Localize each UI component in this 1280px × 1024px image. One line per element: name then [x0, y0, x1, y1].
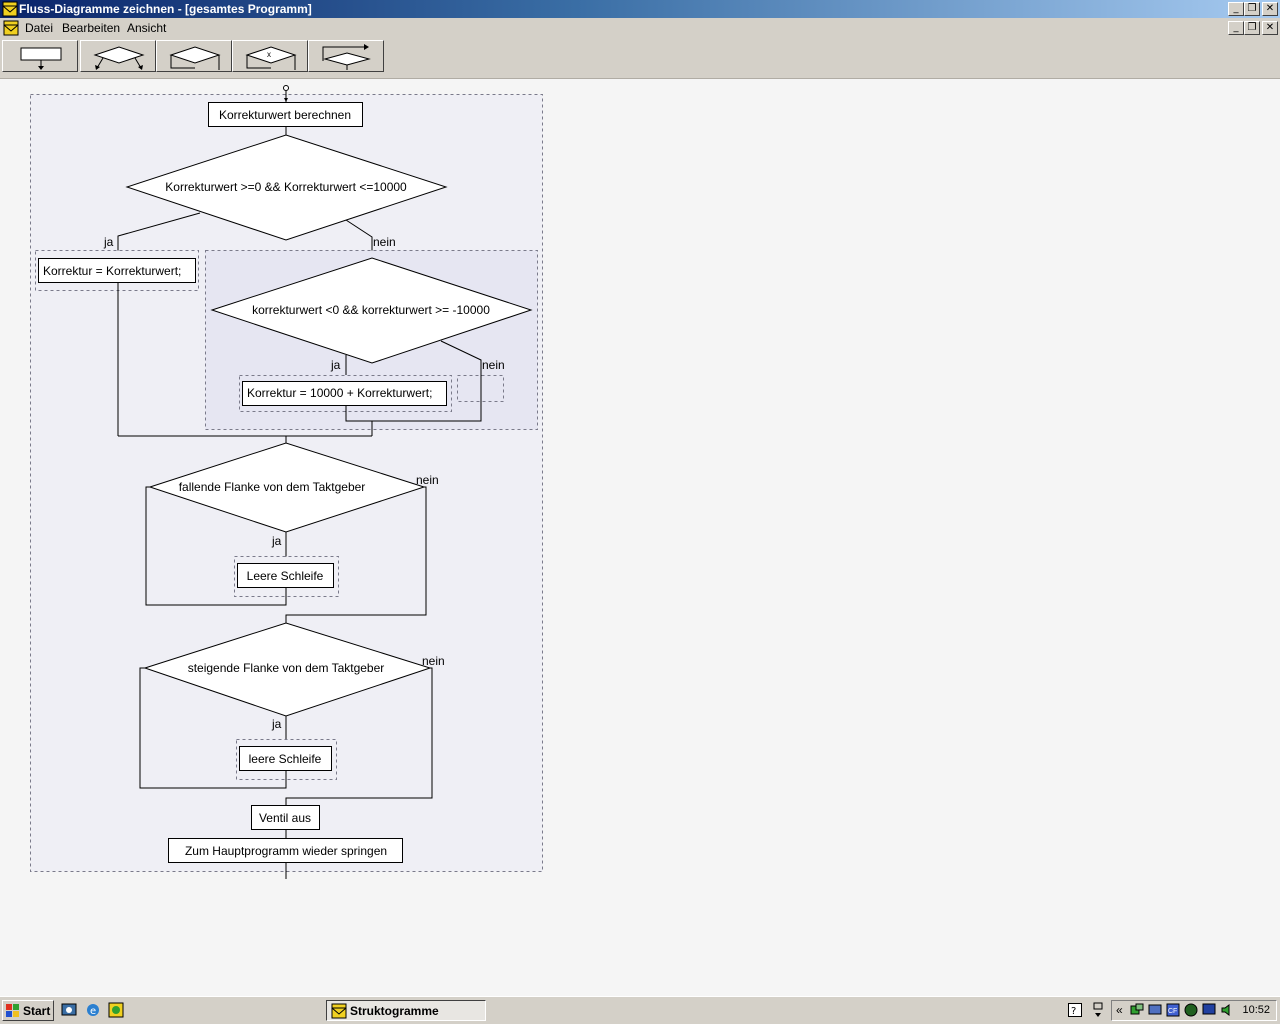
- network-icon[interactable]: [1130, 1003, 1144, 1017]
- loop-2-text: steigende Flanke von dem Taktgeber: [188, 661, 385, 675]
- block-3-text: Korrektur = 10000 + Korrekturwert;: [247, 386, 432, 400]
- do-while-loop-tool-button[interactable]: [308, 40, 384, 72]
- block-4-text: Leere Schleife: [247, 569, 324, 583]
- title-bar: Fluss-Diagramme zeichnen - [gesamtes Pro…: [0, 0, 1280, 18]
- language-icon[interactable]: [1093, 1002, 1103, 1018]
- block-korrekturwert-berechnen[interactable]: [208, 102, 363, 127]
- block-ventil-aus[interactable]: [251, 805, 320, 830]
- entry-point: [283, 85, 289, 91]
- app-icon: [2, 1, 18, 17]
- loop-2-yes-label: ja: [271, 717, 282, 731]
- diagram-canvas[interactable]: Korrekturwert berechnen Korrekturwert >=…: [0, 79, 1280, 994]
- doc-close-button[interactable]: ✕: [1262, 21, 1278, 35]
- internet-explorer-icon[interactable]: e: [85, 1002, 101, 1018]
- desktop-icon[interactable]: [61, 1002, 77, 1018]
- block-1-text: Korrekturwert berechnen: [219, 108, 351, 122]
- decision-2-yes-label: ja: [330, 358, 341, 372]
- do-while-loop-icon: [322, 44, 371, 70]
- decision-1-yes-label: ja: [103, 235, 114, 249]
- svg-text:x: x: [267, 50, 271, 59]
- svg-text:e: e: [90, 1006, 96, 1017]
- decision-2[interactable]: [210, 257, 533, 364]
- taskbar: Start e Struktogramme ? « CF 10:52: [0, 996, 1280, 1024]
- decision-1-no-label: nein: [373, 235, 396, 249]
- case-icon: x: [245, 46, 297, 70]
- while-loop-icon: [169, 46, 221, 70]
- document-icon[interactable]: [3, 20, 19, 36]
- svg-text:CF: CF: [1168, 1008, 1177, 1015]
- struktogramme-icon: [331, 1003, 347, 1019]
- volume-icon[interactable]: [1220, 1003, 1234, 1017]
- toolbar: x: [0, 38, 1280, 79]
- decision-2-text: korrekturwert <0 && korrekturwert >= -10…: [252, 303, 490, 317]
- block-korrektur-offset[interactable]: [242, 381, 447, 406]
- start-label: Start: [23, 1004, 51, 1018]
- monitor-icon[interactable]: [1148, 1003, 1162, 1017]
- task-label: Struktogramme: [350, 1004, 439, 1018]
- help-icon[interactable]: ?: [1068, 1003, 1082, 1017]
- clock: 10:52: [1242, 1004, 1270, 1016]
- block-korrektur-assign[interactable]: [38, 258, 196, 283]
- branch-icon: [93, 46, 145, 70]
- block-6-text: Ventil aus: [259, 811, 311, 825]
- block-leere-schleife-1[interactable]: [237, 563, 334, 588]
- window-title: Fluss-Diagramme zeichnen - [gesamtes Pro…: [19, 2, 312, 16]
- settings-icon[interactable]: CF: [1166, 1003, 1180, 1017]
- process-block-icon: [20, 47, 62, 70]
- close-button[interactable]: ✕: [1262, 2, 1278, 16]
- tray-expand-button[interactable]: «: [1116, 1003, 1123, 1017]
- loop-2-no-label: nein: [422, 654, 445, 668]
- menu-ansicht[interactable]: Ansicht: [127, 21, 167, 35]
- menu-bar: Datei Bearbeiten Ansicht _ ❐ ✕: [0, 18, 1280, 38]
- windows-flag-icon: [6, 1004, 19, 1017]
- display-icon[interactable]: [1202, 1003, 1216, 1017]
- case-tool-button[interactable]: x: [232, 40, 308, 72]
- task-struktogramme[interactable]: Struktogramme: [326, 1000, 486, 1021]
- menu-bearbeiten[interactable]: Bearbeiten: [62, 21, 121, 35]
- svg-text:?: ?: [1071, 1006, 1076, 1017]
- restore-button[interactable]: ❐: [1244, 2, 1260, 16]
- doc-minimize-button[interactable]: _: [1228, 21, 1244, 35]
- media-player-icon[interactable]: [108, 1002, 124, 1018]
- menu-datei[interactable]: Datei: [25, 21, 54, 35]
- loop-1-text: fallende Flanke von dem Taktgeber: [179, 480, 366, 494]
- block-leere-schleife-2[interactable]: [239, 746, 332, 771]
- loop-1-no-label: nein: [416, 473, 439, 487]
- decision-2-no-label: nein: [482, 358, 505, 372]
- decision-1-text: Korrekturwert >=0 && Korrekturwert <=100…: [165, 180, 407, 194]
- block-return-main[interactable]: [168, 838, 403, 863]
- minimize-button[interactable]: _: [1228, 2, 1244, 16]
- block-7-text: Zum Hauptprogramm wieder springen: [185, 844, 387, 858]
- while-loop-tool-button[interactable]: [156, 40, 232, 72]
- branch-tool-button[interactable]: [80, 40, 156, 72]
- flowchart: Korrekturwert berechnen Korrekturwert >=…: [30, 85, 543, 879]
- process-block-tool-button[interactable]: [2, 40, 78, 72]
- doc-restore-button[interactable]: ❐: [1244, 21, 1260, 35]
- antivirus-icon[interactable]: [1184, 1003, 1198, 1017]
- block-2-text: Korrektur = Korrekturwert;: [43, 264, 181, 278]
- system-tray: « CF 10:52: [1111, 1000, 1277, 1021]
- block-5-text: leere Schleife: [249, 752, 322, 766]
- loop-1-yes-label: ja: [271, 534, 282, 548]
- decision-1[interactable]: [125, 134, 448, 241]
- start-button[interactable]: Start: [2, 1000, 54, 1021]
